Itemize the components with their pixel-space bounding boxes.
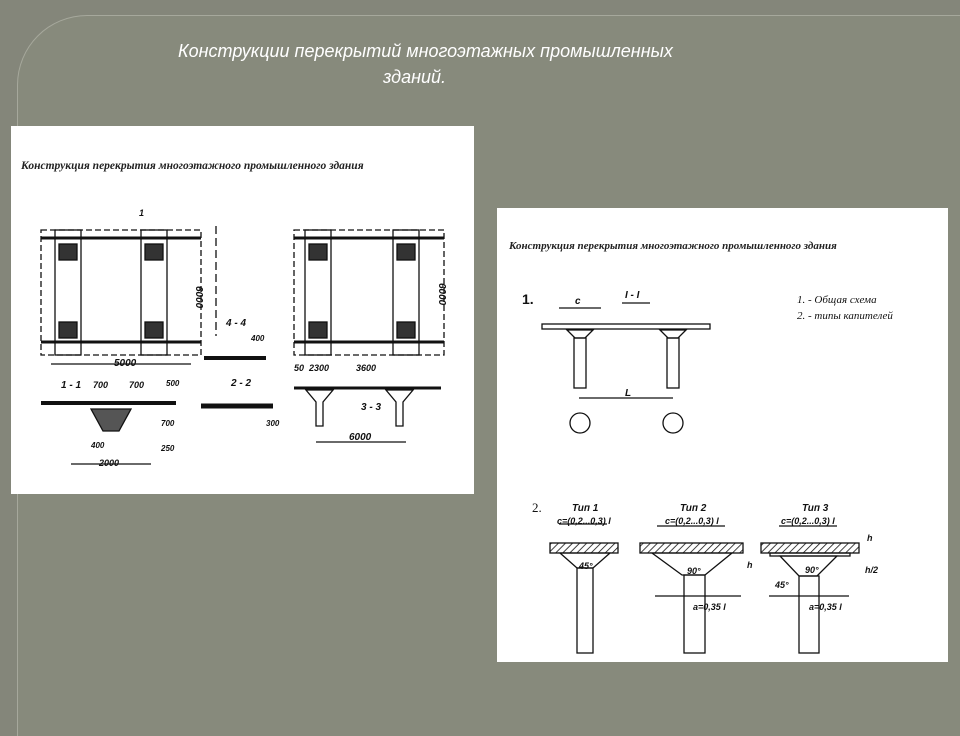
type-3-h: h [867, 533, 873, 543]
dim-label: 250 [160, 444, 175, 453]
type-3-label: Тип 3 [802, 503, 829, 514]
floor-plan-drawing: 5000 6000 1 1 - 1 700 700 2000 400 700 2… [40, 208, 447, 468]
dim-label: 2000 [98, 458, 119, 468]
dim-label: 50 [294, 363, 304, 373]
section-1-1 [41, 401, 176, 465]
type-3-angle-45: 45° [774, 580, 789, 590]
type-3-a: a=0,35 l [809, 602, 842, 612]
dim-label: 6000 [436, 283, 447, 306]
title-line-1: Конструкции перекрытий многоэтажных пром… [178, 41, 673, 61]
type-2-angle: 90° [687, 566, 701, 576]
type-1-formula: c=(0,2...0,3) l [557, 516, 611, 526]
capital-type-1 [549, 523, 619, 654]
dim-label: 6000 [349, 432, 372, 443]
dim-label: 500 [166, 379, 180, 388]
type-3-angle: 90° [805, 565, 819, 575]
dim-label: 2300 [308, 363, 329, 373]
column-capitals-figure: Конструкция перекрытия многоэтажного про… [497, 208, 948, 662]
callout-label: 1 [139, 208, 144, 218]
label-c: c [575, 296, 581, 307]
capital-type-3 [760, 525, 860, 654]
type-2-label: Тип 2 [680, 503, 707, 514]
plan-right [293, 229, 445, 443]
dim-label: 400 [250, 334, 265, 343]
dim-label: 3600 [356, 363, 376, 373]
figure-caption: Конструкция перекрытия многоэтажного про… [509, 240, 837, 252]
legend-item: 2. - типы капителей [797, 310, 893, 322]
type-1-label: Тип 1 [572, 503, 599, 514]
section-label: 4 - 4 [225, 318, 246, 329]
section-label: 2 - 2 [230, 378, 251, 389]
type-3-formula: c=(0,2...0,3) l [781, 516, 835, 526]
type-2-h: h [747, 560, 753, 570]
type-1-angle: 45° [578, 561, 593, 571]
plan-left [40, 226, 217, 365]
section-label: 1 - 1 [61, 380, 81, 391]
slide-title: Конструкции перекрытий многоэтажных пром… [178, 38, 818, 90]
figure-caption: Конструкция перекрытия многоэтажного про… [21, 160, 364, 172]
label-l: L [625, 388, 631, 399]
part-2-number: 2. [532, 500, 542, 515]
dim-label: 700 [129, 380, 144, 390]
floor-plan-figure: Конструкция перекрытия многоэтажного про… [11, 126, 474, 494]
capitals-drawing: c I - I L [541, 290, 878, 654]
dim-label: 700 [161, 419, 175, 428]
type-2-formula: c=(0,2...0,3) l [665, 516, 719, 526]
part-1-number: 1. [522, 291, 534, 307]
dim-label: 300 [266, 419, 280, 428]
general-scheme [541, 302, 711, 434]
capital-type-2 [639, 525, 744, 654]
type-2-a: a=0,35 l [693, 602, 726, 612]
type-3-h2: h/2 [865, 565, 878, 575]
dim-label: 400 [90, 441, 105, 450]
dim-label: 700 [93, 380, 108, 390]
section-label: I - I [625, 290, 640, 301]
dim-label: 6000 [193, 286, 204, 309]
dim-label: 5000 [114, 358, 137, 369]
legend: 1. - Общая схема 2. - типы капителей [797, 292, 893, 324]
title-line-2: зданий. [383, 67, 447, 87]
section-label: 3 - 3 [361, 402, 381, 413]
legend-item: 1. - Общая схема [797, 294, 877, 306]
